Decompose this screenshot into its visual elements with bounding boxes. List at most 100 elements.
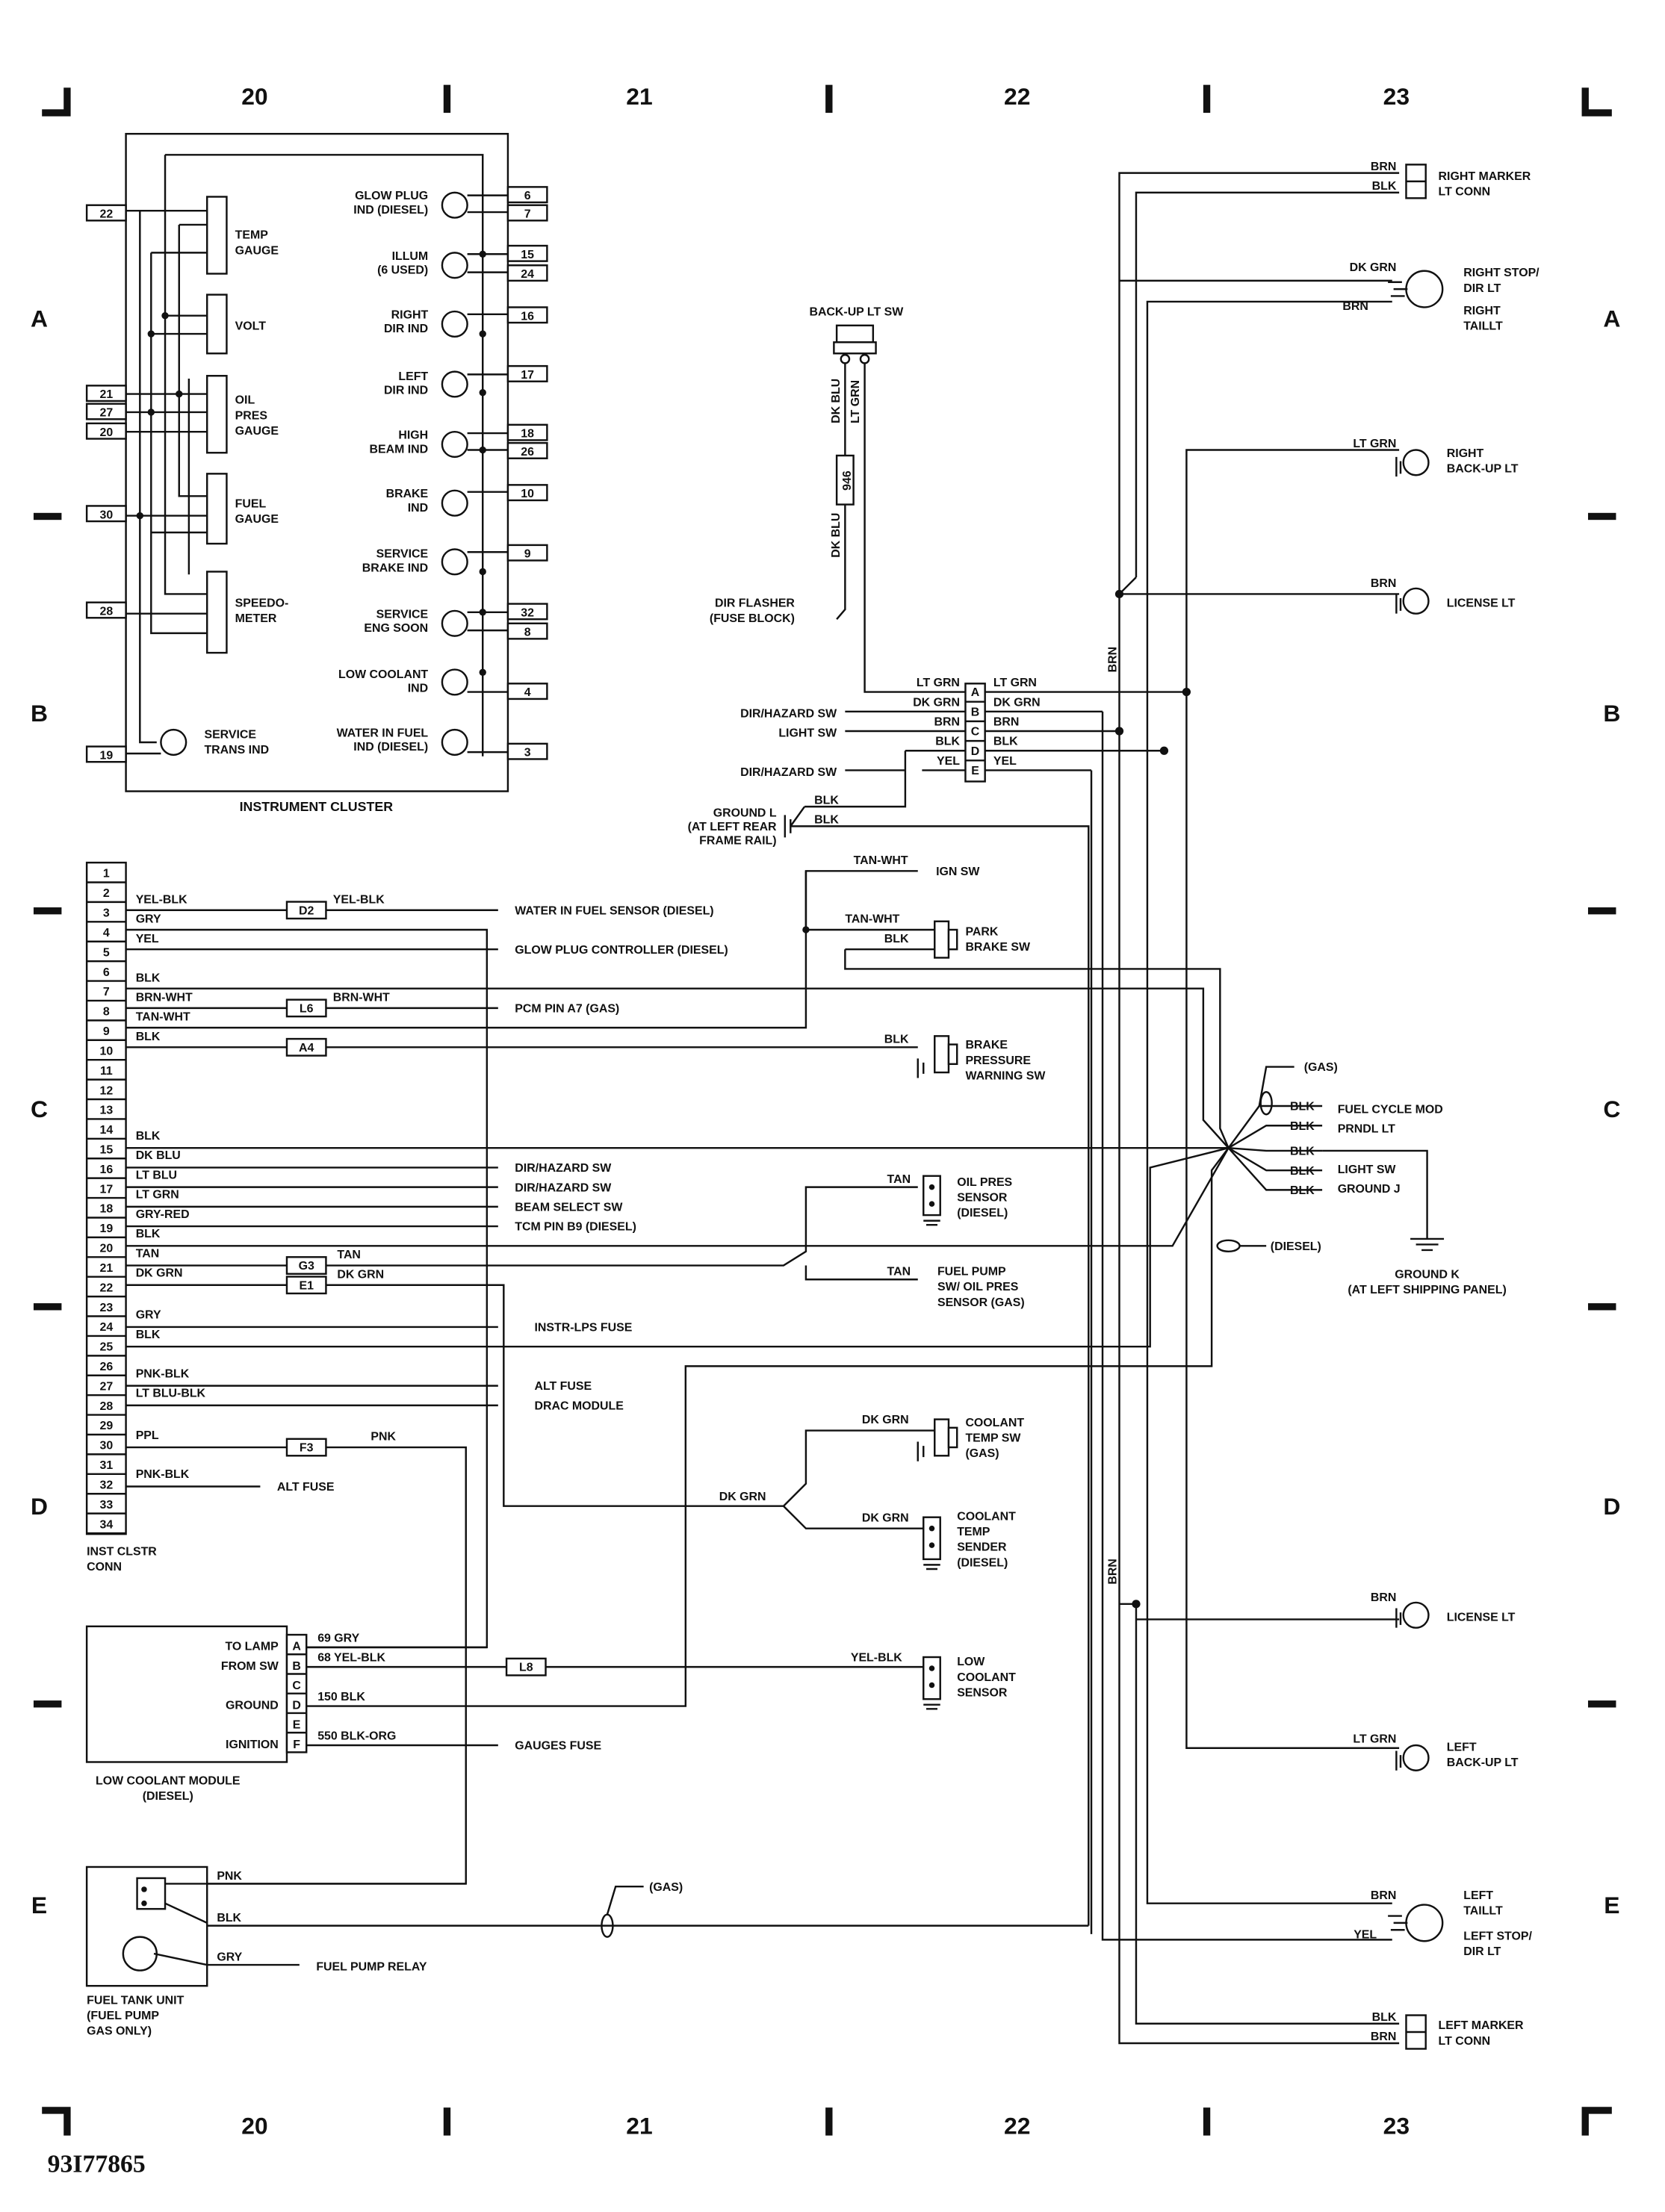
oil-pres-gauge: [206, 375, 228, 454]
lamp-label: DIR IND: [384, 323, 428, 335]
wire-label: LT GRN: [136, 1189, 179, 1202]
wire-label: TAN: [337, 1249, 361, 1261]
gauge-label: GAUGE: [235, 244, 279, 257]
switch-label: BRAKE SW: [965, 941, 1030, 954]
lamp-label: LOW COOLANT: [338, 668, 428, 681]
row-label: E: [1604, 1892, 1619, 1919]
lamp-label: BRAKE: [386, 488, 429, 500]
pin-label: 15: [100, 1143, 114, 1156]
wire-label: TAN: [136, 1247, 160, 1260]
volt-gauge: [206, 293, 228, 355]
module-pin-label: TO LAMP: [225, 1641, 279, 1653]
pin-label: 6: [524, 190, 531, 202]
pin-label: 22: [100, 1281, 114, 1294]
backup-light-switch: BACK-UP LT SW 946 DK BLU DK BLU LT GRN D…: [710, 306, 966, 693]
pin-label: 19: [100, 749, 114, 762]
column-label: 22: [1004, 83, 1030, 110]
dual-bulb-icon: [1405, 1904, 1444, 1942]
bulb-icon: [441, 370, 468, 398]
lamp-label: DIR LT: [1463, 1945, 1501, 1958]
wire-label: DK GRN: [1350, 261, 1397, 274]
splice-label: A4: [299, 1042, 314, 1054]
ground-l-label: FRAME RAIL): [699, 835, 776, 848]
splice-label: L8: [519, 1662, 533, 1674]
destination-label: WATER IN FUEL SENSOR (DIESEL): [515, 904, 713, 917]
sensor-label: COOLANT: [957, 1671, 1016, 1684]
lamp-label: RIGHT: [1447, 447, 1484, 460]
lamp-label: RIGHT: [1463, 305, 1501, 317]
destination-label: GROUND J: [1338, 1183, 1401, 1196]
pin-label: 10: [521, 488, 534, 500]
instrument-cluster: INSTRUMENT CLUSTER TEMP GAUGE VOLT OIL P…: [85, 132, 548, 814]
lamp-label: BRAKE IND: [362, 562, 428, 574]
pin-label: 32: [521, 606, 534, 619]
lamp-label: GLOW PLUG: [355, 190, 428, 202]
wire-label: LT GRN: [1353, 1733, 1396, 1745]
pin-label: 21: [100, 1262, 114, 1275]
pin-label: 16: [521, 310, 534, 323]
wire-label: YEL: [937, 755, 960, 768]
sensor-label: OIL PRES: [957, 1176, 1012, 1189]
pin-label: C: [292, 1680, 301, 1692]
gauge-label: GAUGE: [235, 513, 279, 526]
wire-label: BRN: [993, 716, 1019, 729]
source-label: LIGHT SW: [778, 727, 837, 739]
lamp-label: IND: [408, 683, 428, 695]
bulb-icon: [441, 191, 468, 219]
wire-label: GRY: [136, 913, 161, 926]
flasher-label: DIR FLASHER: [715, 597, 795, 609]
pin-label: 20: [100, 426, 114, 439]
cluster-title: INSTRUMENT CLUSTER: [240, 799, 394, 814]
temp-gauge: [206, 196, 228, 275]
pin-label: 15: [521, 249, 534, 261]
pin-label: 12: [100, 1084, 114, 1097]
cluster-lamp: LEFT DIR IND 17: [384, 364, 548, 398]
pin-label: 18: [100, 1203, 114, 1216]
wire-label: PNK: [370, 1431, 396, 1444]
tank-unit-title: GAS ONLY): [87, 2025, 152, 2038]
sensor-label: COOLANT: [965, 1417, 1024, 1429]
gauge-label: METER: [235, 612, 277, 625]
option-label: (GAS): [1304, 1061, 1338, 1074]
sensor-label: LOW: [957, 1656, 985, 1668]
fuel-gauge: [206, 473, 228, 545]
wire-label: YEL-BLK: [136, 893, 187, 906]
bulb-icon: [441, 668, 468, 696]
pin-label: 13: [100, 1105, 114, 1117]
source-label: DIR/HAZARD SW: [740, 766, 837, 779]
pin-label: 16: [100, 1164, 114, 1176]
lamp-label: LEFT STOP/: [1463, 1930, 1532, 1942]
wire-label: DK GRN: [862, 1414, 909, 1426]
tank-unit-title: FUEL TANK UNIT: [87, 1995, 184, 2007]
pin-label: 17: [521, 369, 534, 382]
lamp-label: ILLUM: [392, 250, 429, 263]
wire-label: BRN: [1371, 577, 1396, 590]
service-trans-label: TRANS IND: [204, 744, 269, 757]
wire-label: BLK: [1290, 1165, 1315, 1178]
wire-label: BLK: [136, 1329, 161, 1341]
wire-label: DK BLU: [830, 379, 843, 423]
pin-label: 14: [100, 1124, 114, 1137]
splice: [505, 1657, 547, 1677]
pin-label: 1: [103, 868, 110, 880]
wire-label: BLK: [884, 933, 909, 945]
splice-label: F3: [300, 1442, 314, 1455]
sensor-label: COOLANT: [957, 1510, 1016, 1523]
inst-clstr-connector: 1234567891011121314151617181920212223242…: [85, 861, 1230, 1885]
wire-label: GRY-RED: [136, 1208, 190, 1221]
pin-label: 9: [103, 1025, 110, 1038]
module-title: LOW COOLANT MODULE: [96, 1774, 241, 1787]
wire-label: LT GRN: [1353, 438, 1396, 450]
rear-harness: BRN BRN BRN BLK RIGHT MARKER LT CONN DK …: [1090, 161, 1540, 2050]
bulb-icon: [441, 609, 468, 637]
cluster-lamp: GLOW PLUG IND (DIESEL) 6 7: [353, 186, 548, 222]
wire-label: BLK: [1372, 2011, 1397, 2024]
bulb-icon: [441, 310, 468, 338]
destination-label: GAUGES FUSE: [515, 1740, 601, 1753]
wire-label: DK GRN: [913, 696, 960, 709]
gauge-label: OIL: [235, 394, 255, 407]
wire-label: BLK: [1290, 1184, 1315, 1197]
lamp-label: LEFT: [1447, 1742, 1477, 1754]
pin-label: B: [292, 1660, 301, 1673]
pin-label: 27: [100, 407, 114, 420]
